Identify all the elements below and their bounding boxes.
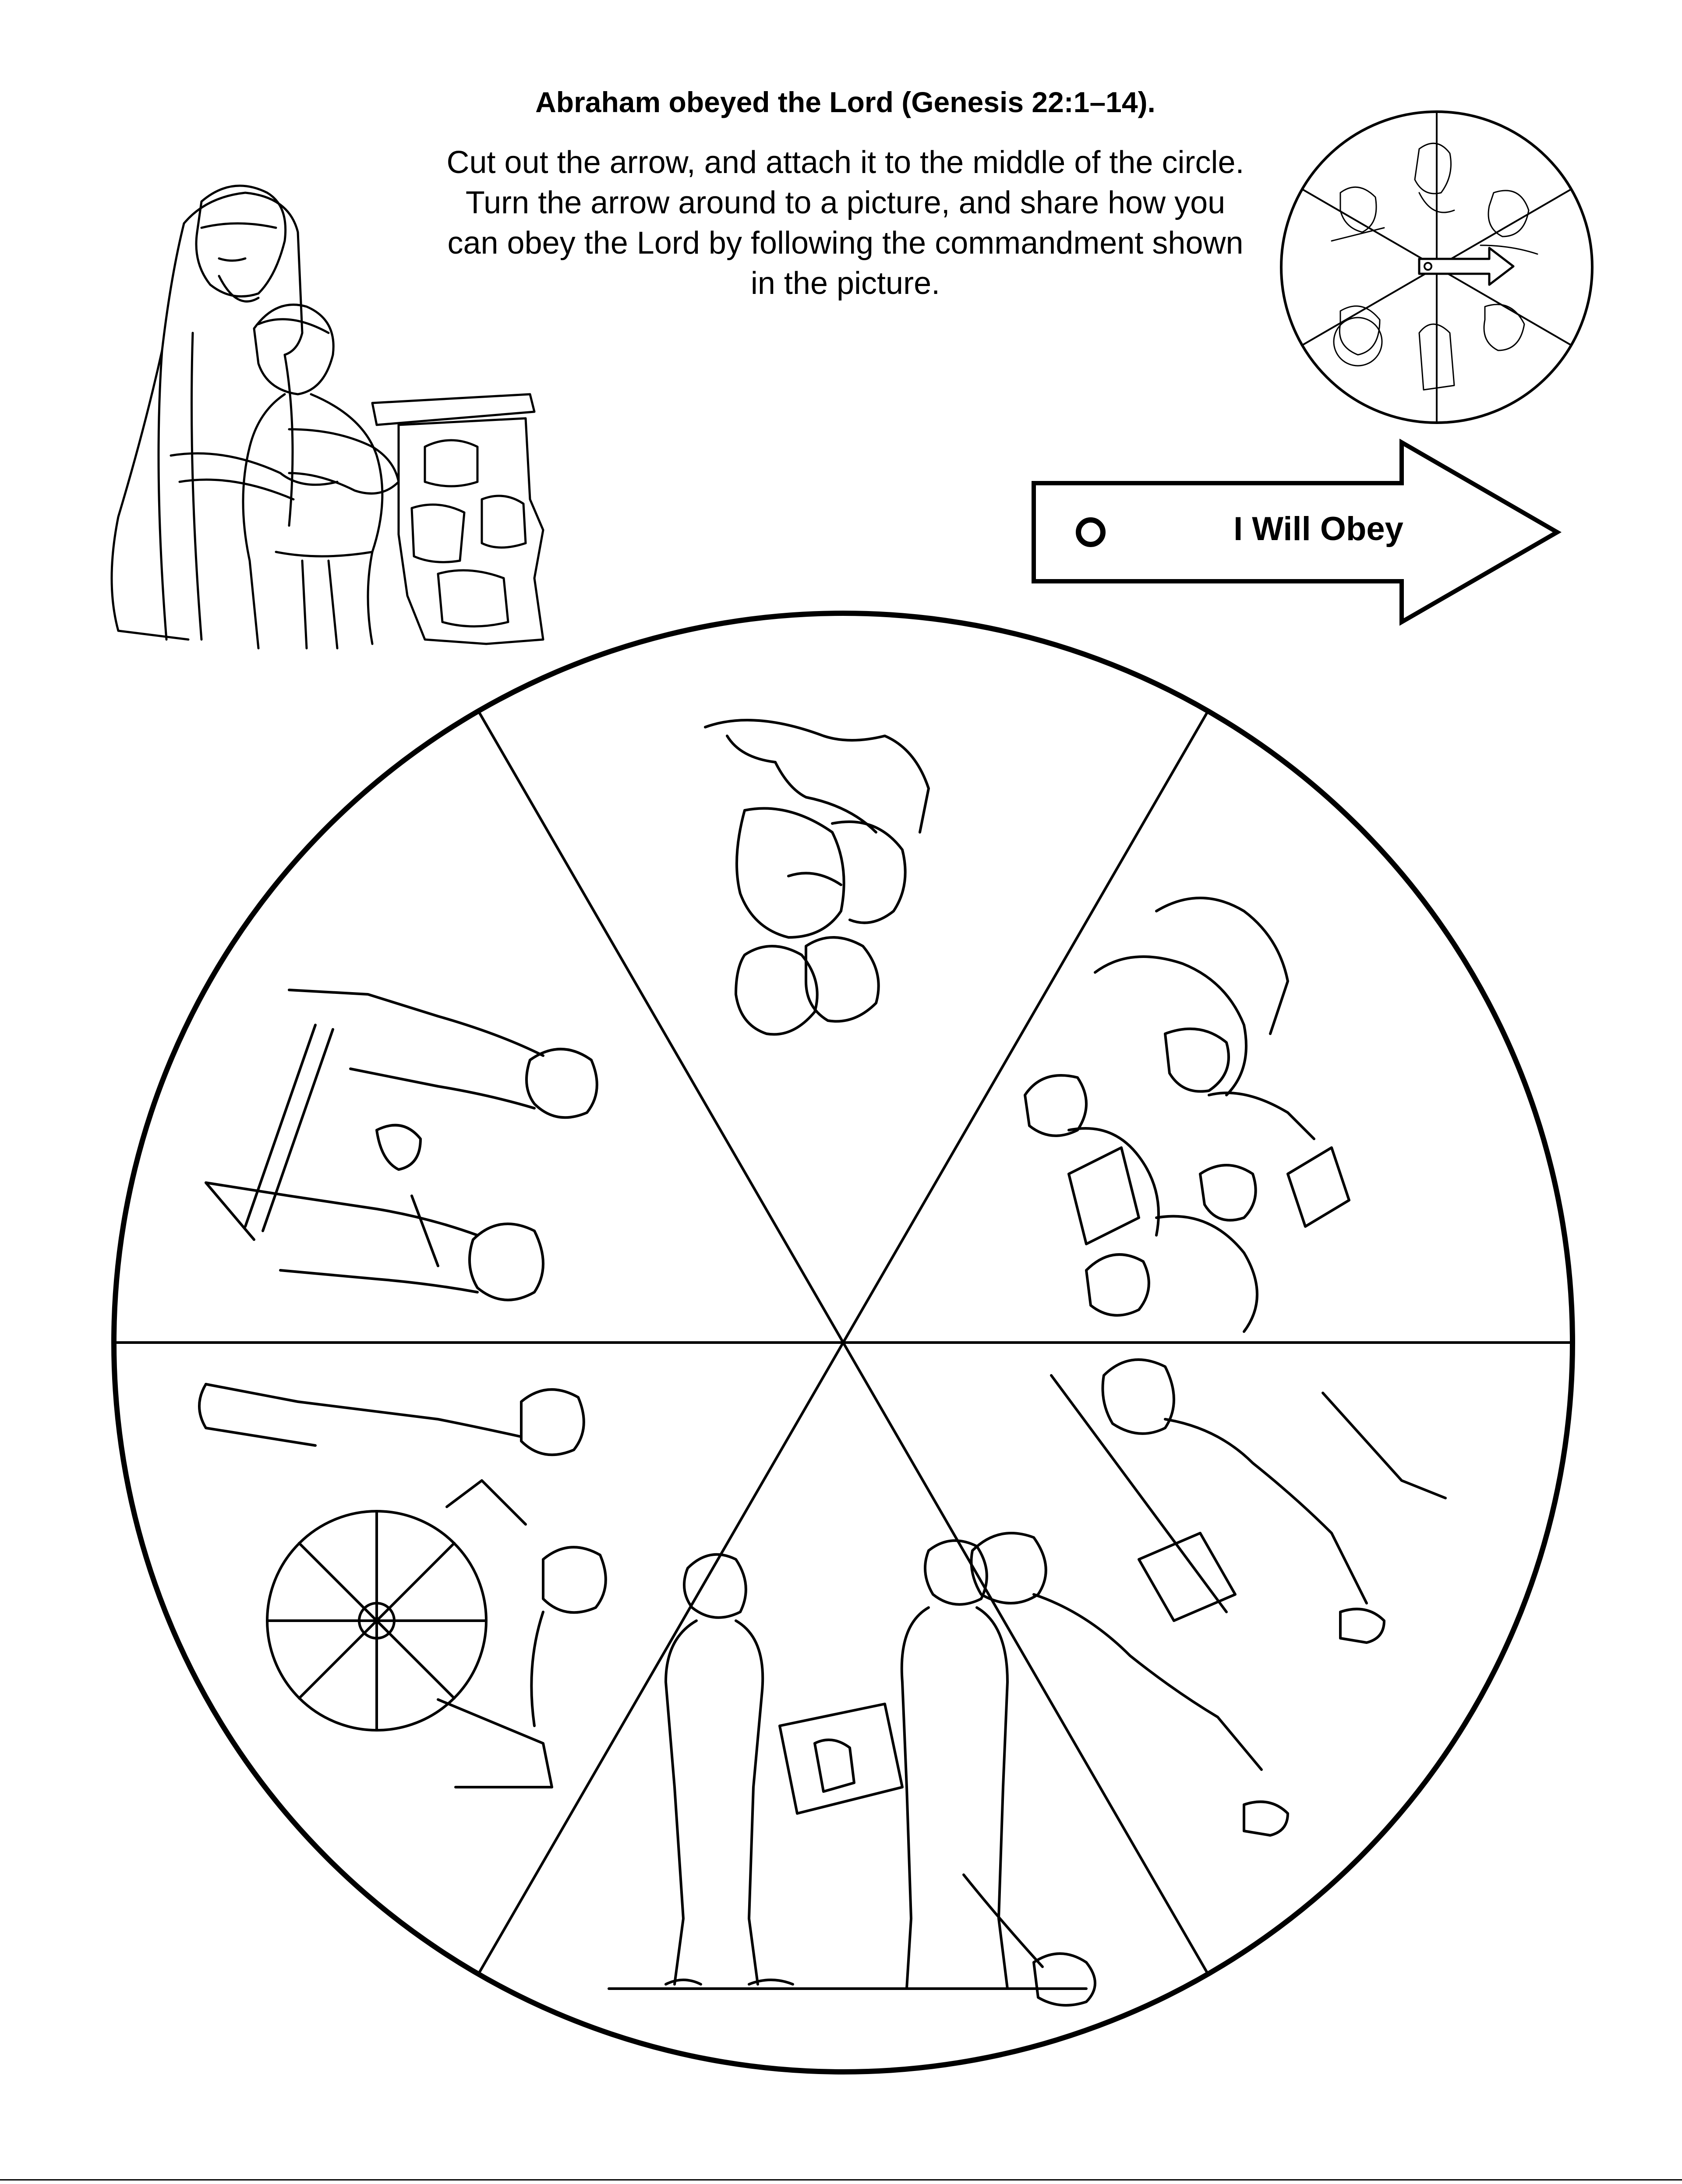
arrow-outline-icon <box>1032 438 1562 626</box>
boy-shaking-hands-with-man-icon <box>205 989 598 1301</box>
arrow-pivot-hole-icon <box>1076 517 1106 547</box>
abraham-figure-icon <box>110 184 339 641</box>
isaac-figure-icon <box>242 304 400 650</box>
commandment-wheel <box>105 604 1581 2081</box>
boy-giving-donation-icon <box>970 1358 1447 1837</box>
family-reading-scriptures-icon <box>1024 897 1350 1333</box>
arrow-label: I Will Obey <box>1233 510 1403 548</box>
instructions-text: Cut out the arrow, and attach it to the … <box>446 145 1244 301</box>
children-praying-icon <box>704 719 930 1036</box>
page-title: Abraham obeyed the Lord (Genesis 22:1–14… <box>535 86 1155 118</box>
arrow-cutout: I Will Obey <box>1029 434 1568 631</box>
page-bottom-rule <box>0 2179 1682 2180</box>
wheel-dividers <box>113 710 1574 1975</box>
stone-altar-icon <box>371 393 544 645</box>
girl-helping-wheelchair-icon <box>198 1383 607 1788</box>
preview-wheel-illustration <box>1275 105 1599 429</box>
abraham-and-isaac-illustration <box>92 166 569 661</box>
children-sharing-picture-icon <box>608 1539 1096 2007</box>
